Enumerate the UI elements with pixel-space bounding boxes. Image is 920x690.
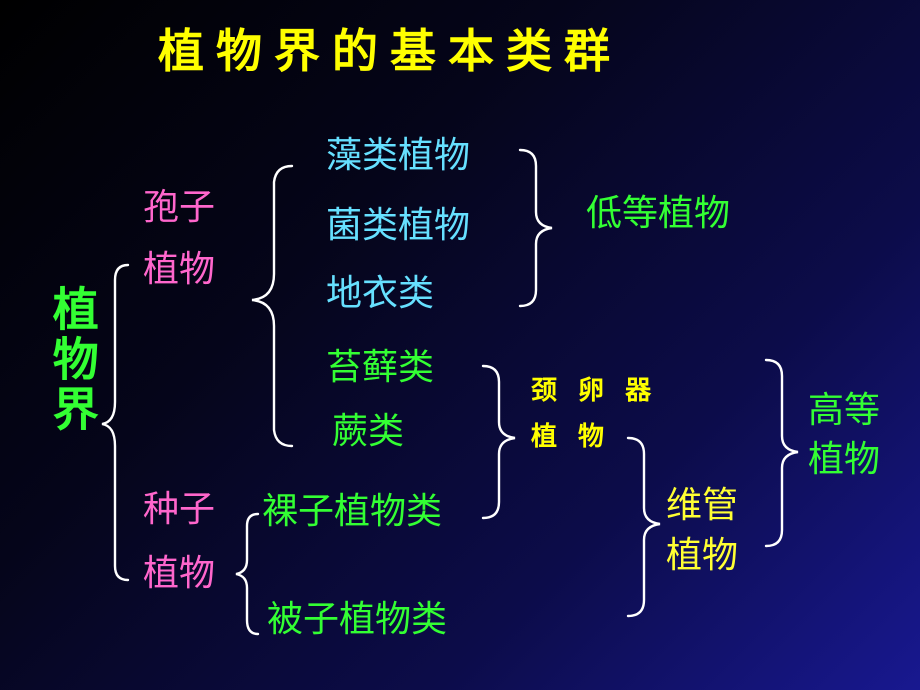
spore-plant-label-line1: 孢子	[143, 187, 216, 228]
gymnosperm-label: 裸子植物类	[262, 491, 443, 532]
vascular-label-line2: 植物	[666, 535, 739, 576]
vascular-label-line1: 维管	[666, 485, 739, 526]
lichen-label: 地衣类	[326, 273, 435, 314]
higher-plants-label-line1: 高等	[808, 390, 881, 431]
fungi-label: 菌类植物	[326, 205, 471, 246]
higher-plants-label-line2: 植物	[808, 439, 881, 480]
archegoniate-label-line2: 植 物	[531, 422, 611, 452]
seed-plant-label-line1: 种子	[143, 489, 216, 530]
algae-label: 藻类植物	[326, 135, 471, 176]
moss-label: 苔藓类	[326, 347, 435, 388]
spore-brace	[251, 164, 294, 448]
root-brace	[101, 263, 130, 582]
vascular-brace	[626, 436, 661, 618]
lower-plants-label: 低等植物	[586, 193, 731, 234]
root-label-plant-kingdom: 植物界	[45, 285, 100, 435]
spore-plant-label-line2: 植物	[143, 249, 216, 290]
archegoniate-label-line1: 颈 卵 器	[531, 376, 658, 406]
lower-plants-brace	[518, 148, 553, 308]
seed-brace	[235, 512, 260, 636]
higher-plants-brace	[764, 358, 799, 548]
seed-plant-label-line2: 植物	[143, 553, 216, 594]
archegoniate-brace	[481, 364, 516, 520]
angiosperm-label: 被子植物类	[267, 599, 448, 640]
page-title: 植物界的基本类群	[158, 24, 622, 78]
fern-label: 蕨类	[332, 411, 405, 452]
